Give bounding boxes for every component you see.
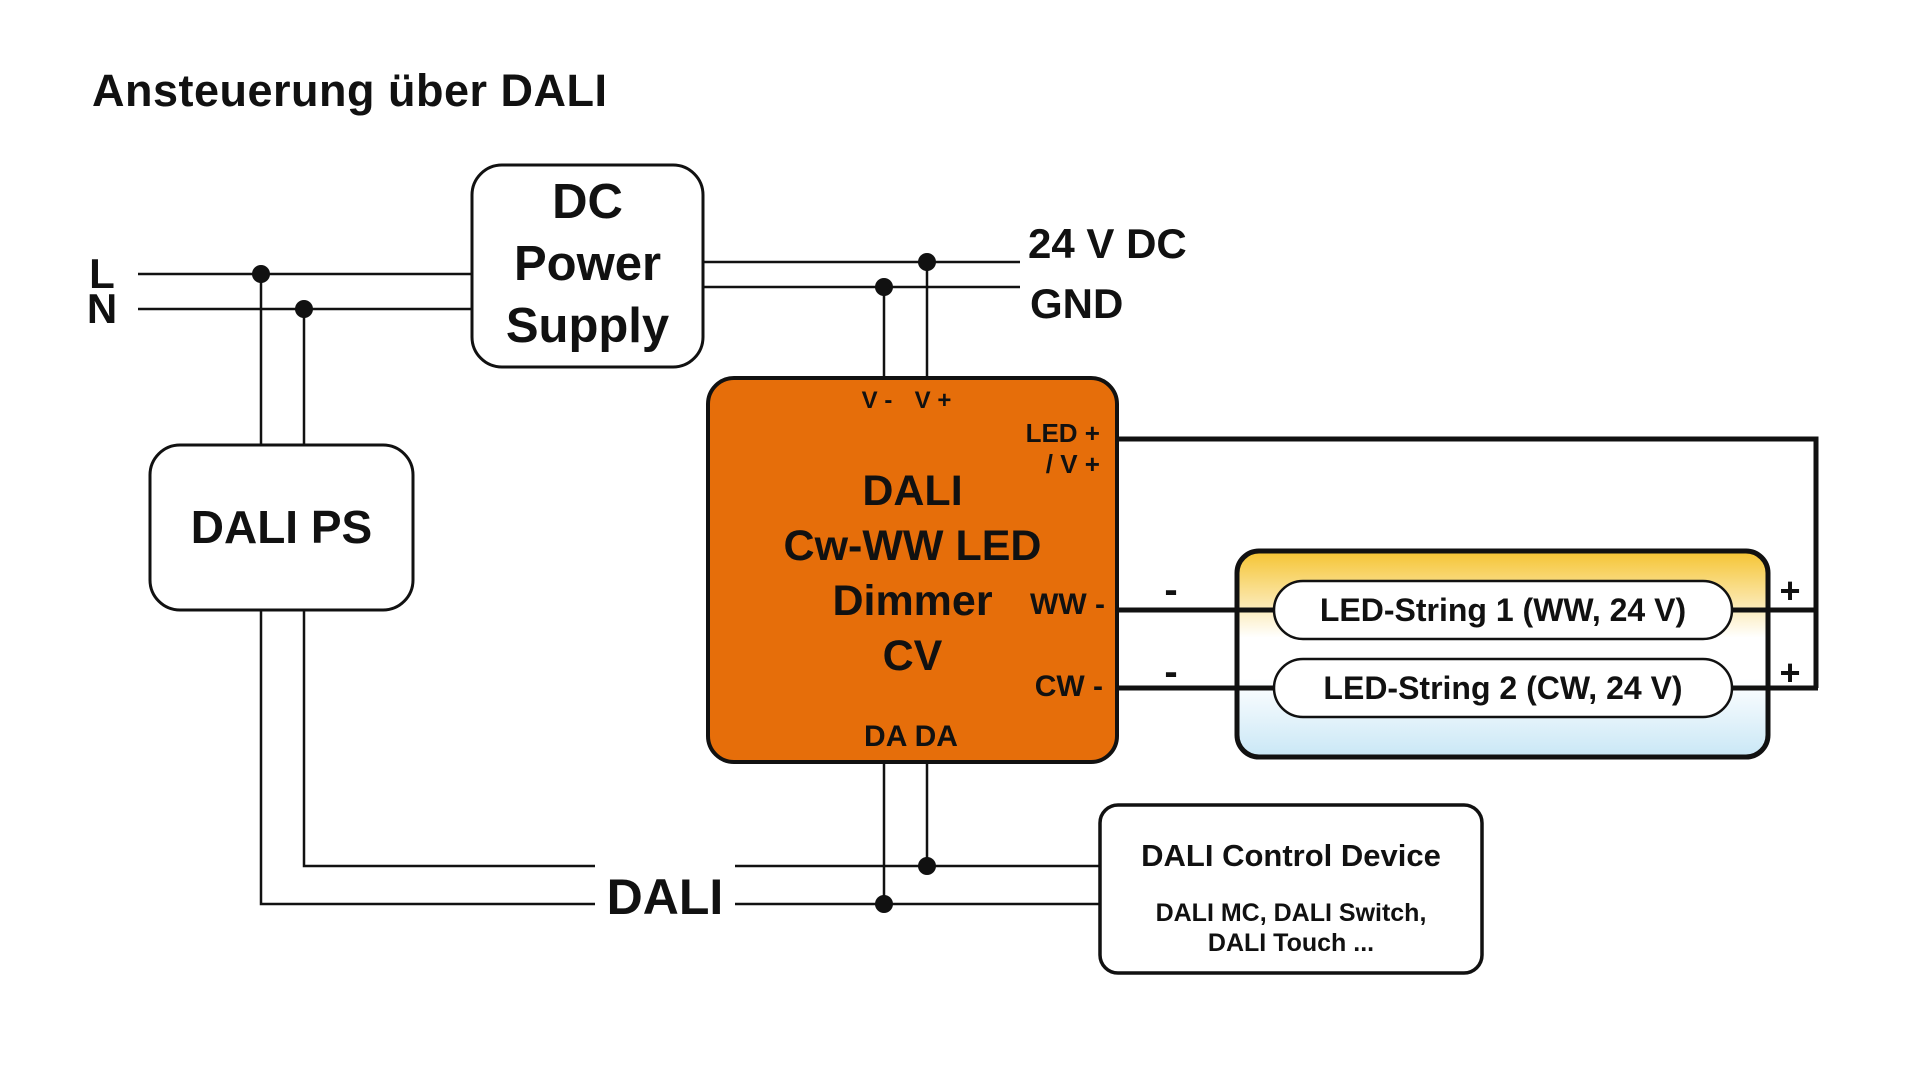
dc-power-supply-line-3: Supply [505,299,670,353]
output-24v-label: 24 V DC [1028,220,1187,267]
dc-power-supply-box [470,163,705,369]
dali-bus-label: DALI [606,869,724,925]
terminal-da-da: DA DA [864,720,958,753]
terminal-ww-minus: WW - [1030,588,1105,621]
terminal-v-minus: V - [861,387,893,414]
string2-plus-label: + [1779,652,1801,693]
terminal-led-plus-line-1: LED + [1025,418,1100,448]
dimmer-name-line-3: Dimmer [832,577,993,625]
dimmer-name-line-1: DALI [862,467,963,515]
terminal-v-plus: V + [914,387,952,414]
junction-dot-dali-lower [875,895,893,913]
mains-n-label: N [86,285,118,332]
junction-dot-dali-upper [918,857,936,875]
dimmer-name-line-4: CV [882,632,943,680]
wire-led-plus [1117,436,1819,688]
dali-control-device-box [1098,803,1484,975]
terminal-cw-minus: CW - [1034,670,1103,703]
led-string-1-pill [1272,579,1734,641]
string2-minus-label: - [1164,650,1178,694]
dali-ps-box [148,443,415,612]
control-device-title: DALI Control Device [1141,838,1441,873]
dimmer-name: DALI Cw-WW LED Dimmer CV [708,464,1117,684]
dimmer-name-line-2: Cw-WW LED [783,522,1042,570]
junction-dot-l [252,265,270,283]
output-gnd-label: GND [1030,280,1124,327]
led-string-2-pill [1272,657,1734,719]
control-device-subtitle-line-1: DALI MC, DALI Switch, [1155,899,1427,927]
junction-dot-24v [918,253,936,271]
led-string-2-label: LED-String 2 (CW, 24 V) [1323,670,1683,706]
led-string-1-label: LED-String 1 (WW, 24 V) [1319,592,1687,628]
dc-power-supply-line-1: DC [552,175,623,229]
string1-minus-label: - [1164,568,1178,612]
control-device-subtitle-line-2: DALI Touch ... [1207,929,1375,957]
terminal-led-plus: LED + / V + [960,418,1100,480]
junction-dot-gnd [875,278,893,296]
dali-ps-label: DALI PS [190,501,373,553]
junction-dot-n [295,300,313,318]
control-device-subtitle: DALI MC, DALI Switch, DALI Touch ... [1100,898,1482,958]
mains-l-label: L [89,250,115,297]
page-title: Ansteuerung über DALI [92,65,608,116]
dc-power-supply-line-2: Power [513,237,662,291]
dimmer-box [706,376,1119,764]
terminal-led-plus-line-2: / V + [1045,449,1100,479]
string1-plus-label: + [1779,570,1801,611]
dc-power-supply-label: DC Power Supply [472,171,703,357]
